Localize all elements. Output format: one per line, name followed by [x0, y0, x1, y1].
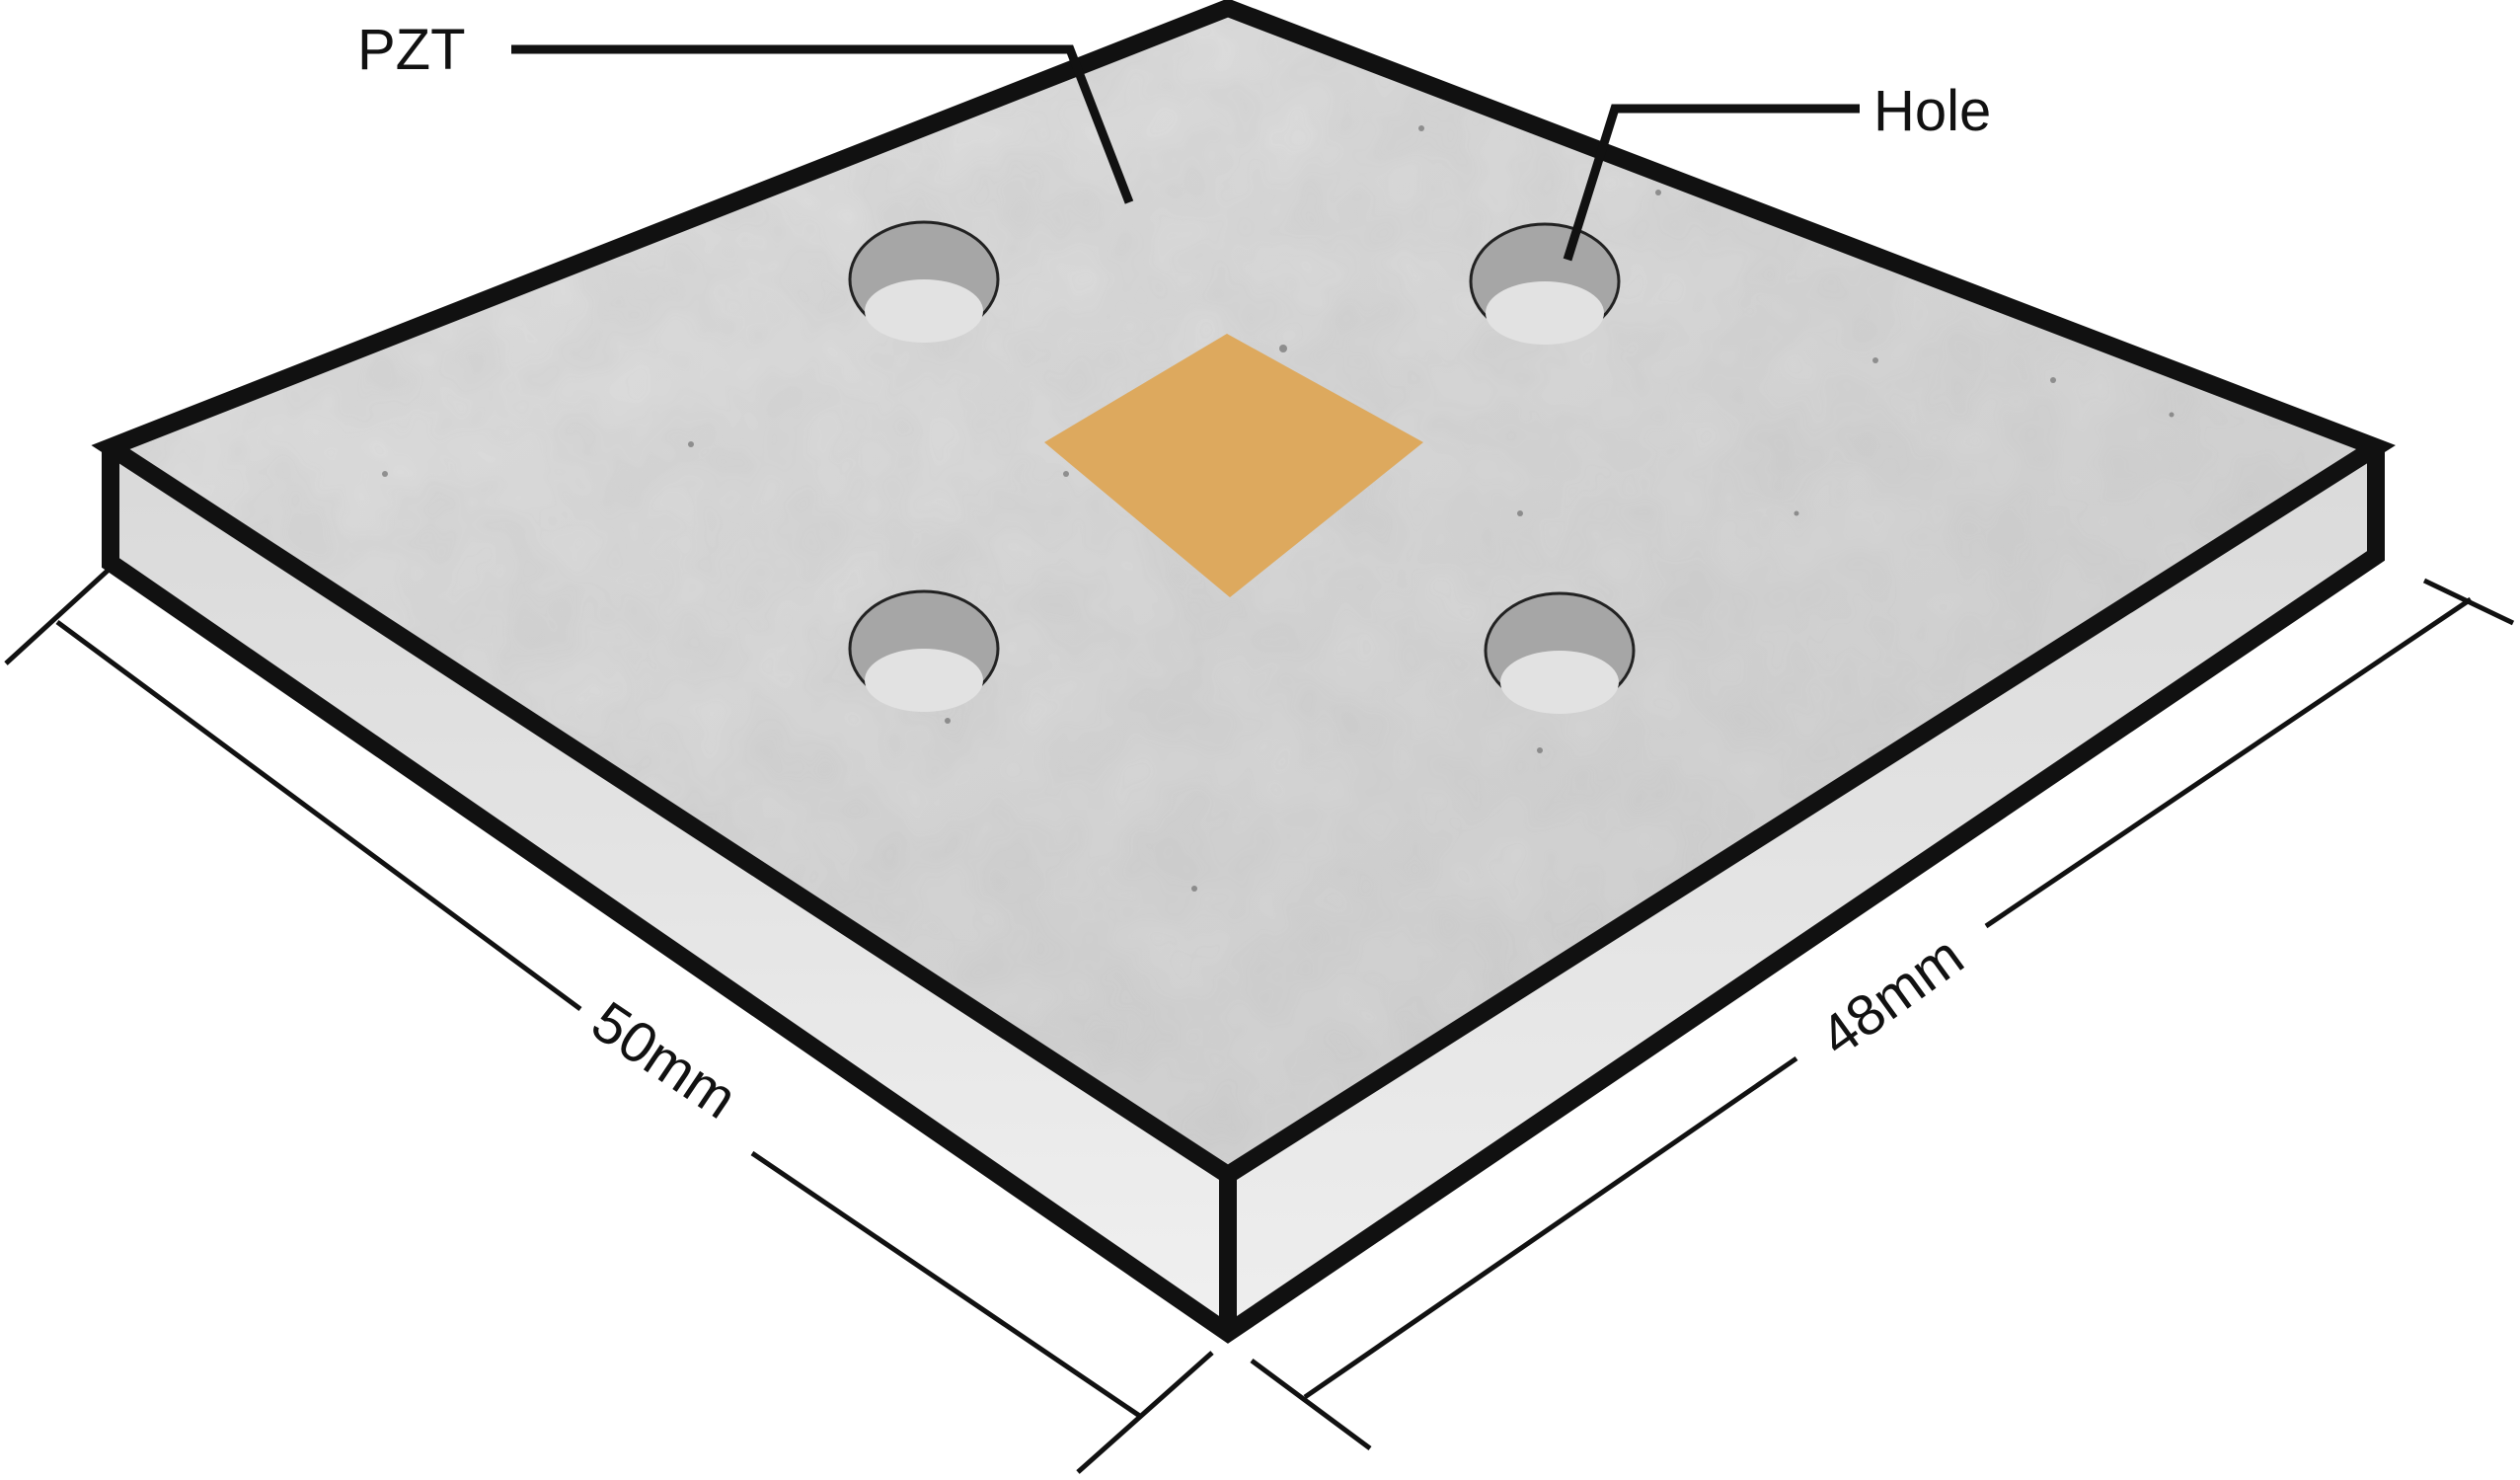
hole-label: Hole [1873, 79, 1991, 143]
slab-left-side-face [111, 447, 1228, 1333]
hole-bottom-right [1484, 591, 1636, 714]
depth-dimension [1250, 578, 2515, 1451]
hole-leader-line [1563, 104, 1860, 262]
concrete-texture [111, 8, 2376, 1175]
slab-right-side-face [1228, 447, 2376, 1333]
pzt-patch [1044, 334, 1423, 597]
pzt-leader-line [511, 44, 1134, 204]
hole-top-left [848, 220, 1000, 343]
depth-dimension-label: 48mm [1808, 924, 1975, 1069]
concrete-pores [382, 125, 2175, 892]
pzt-label: PZT [357, 18, 466, 82]
slab-outline [91, 0, 2396, 1344]
width-dimension-label: 50mm [580, 989, 748, 1131]
width-dimension [4, 568, 1214, 1474]
hole-bottom-left [848, 589, 1000, 712]
hole-top-right [1469, 222, 1621, 345]
